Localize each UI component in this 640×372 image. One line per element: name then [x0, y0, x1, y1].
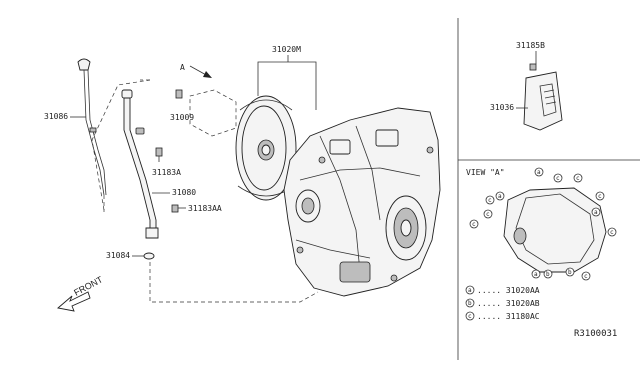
view-a-callout-letter: a [534, 271, 538, 278]
label-31086: 31086 [44, 112, 68, 121]
view-a-callout-letter: c [486, 211, 490, 218]
label-31185b: 31185B [516, 41, 545, 50]
view-a-callout-letter: c [610, 229, 614, 236]
view-a-callout-letter: a [594, 209, 598, 216]
label-31020m: 31020M [272, 45, 301, 54]
label-31183aa: 31183AA [188, 204, 222, 213]
view-a-callout-circle [595, 191, 605, 201]
bolt-31183a [155, 147, 163, 162]
view-a-callout-circle [591, 207, 601, 217]
label-31183a: 31183A [152, 168, 181, 177]
view-a-callout-circle [553, 173, 563, 183]
view-a-callout-letter: c [584, 273, 588, 280]
view-a-callout-circle [543, 269, 553, 279]
bolt-31183aa [171, 204, 186, 213]
reference-code: R3100031 [574, 329, 617, 339]
view-a-callout-circle [469, 219, 479, 229]
label-31036: 31036 [490, 103, 514, 112]
legend-letter-a: a [468, 287, 472, 294]
view-a-title: VIEW "A" [466, 168, 505, 177]
view-marker-a: A [180, 63, 185, 72]
view-a-callout-letter: c [488, 197, 492, 204]
legend: a ..... 31020AA b ..... 31020AB c ..... … [465, 285, 540, 321]
dipstick-31086 [77, 58, 107, 196]
view-a-callout-circle [607, 227, 617, 237]
view-a-callout-letter: b [546, 271, 550, 278]
view-a-callout-circle [531, 269, 541, 279]
front-arrow-icon [56, 291, 91, 312]
view-a-callout-circle [565, 267, 575, 277]
control-unit-31036 [523, 63, 563, 131]
torque-converter-31020m [235, 95, 297, 201]
view-a-callout-circle [581, 271, 591, 281]
legend-letter-b: b [468, 300, 472, 307]
drain-plug-31009 [175, 89, 183, 99]
legend-item-a: ..... 31020AA [477, 286, 540, 295]
view-a-callout-circle [573, 173, 583, 183]
view-a-housing [503, 187, 607, 273]
view-a-callout-letter: a [498, 193, 502, 200]
view-a-callout-letter: c [598, 193, 602, 200]
view-a-callout-circle [485, 195, 495, 205]
label-31080: 31080 [172, 188, 196, 197]
view-a-callout-circle [495, 191, 505, 201]
view-arrow-icon [189, 65, 212, 78]
view-a-callout-letter: a [537, 169, 541, 176]
view-a-callout-circle [483, 209, 493, 219]
guide-tube-31080 [121, 89, 159, 260]
legend-item-b: ..... 31020AB [477, 299, 540, 308]
view-a-callout-circle [534, 167, 544, 177]
view-a-callout-letter: b [568, 269, 572, 276]
view-a-callout-letter: c [576, 175, 580, 182]
legend-item-c: ..... 31180AC [477, 312, 540, 321]
view-a-callout-letter: c [556, 175, 560, 182]
label-31084: 31084 [106, 251, 130, 260]
label-31009: 31009 [170, 113, 194, 122]
legend-letter-c: c [468, 313, 472, 320]
view-a-callout-letter: c [472, 221, 476, 228]
transmission-assembly [283, 107, 441, 297]
